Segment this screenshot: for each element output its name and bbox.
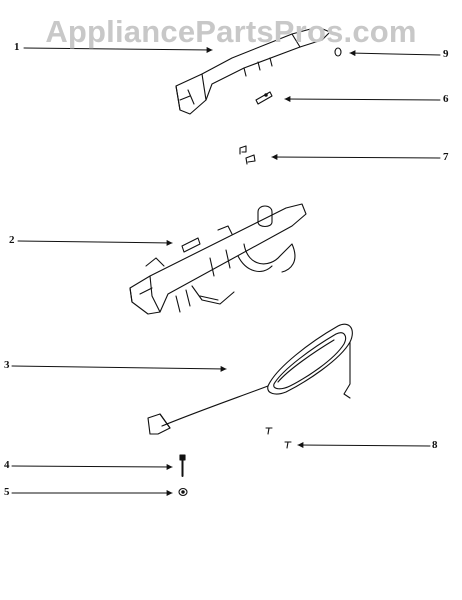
callout-1: 1	[14, 41, 20, 53]
leader-line-7	[271, 154, 441, 161]
leader-line-1	[23, 46, 213, 53]
leader-line-8	[297, 442, 431, 449]
part-small-clips	[239, 145, 256, 165]
leader-line-2	[17, 239, 173, 246]
callout-3: 3	[4, 359, 10, 371]
part-small-ring	[334, 47, 342, 57]
part-clip	[255, 91, 273, 105]
leader-line-4	[11, 463, 173, 470]
callout-5: 5	[4, 486, 10, 498]
part-ejector-arm	[175, 26, 331, 115]
leader-line-6	[284, 96, 441, 103]
part-heater-cord	[147, 323, 353, 435]
callout-9: 9	[443, 48, 449, 60]
callout-4: 4	[4, 459, 10, 471]
part-shaft-pin	[179, 454, 186, 477]
callout-2: 2	[9, 234, 15, 246]
leader-line-3	[11, 365, 227, 372]
callout-6: 6	[443, 93, 449, 105]
part-ice-mold-body	[129, 203, 307, 315]
leader-line-9	[349, 50, 441, 57]
callout-7: 7	[443, 151, 449, 163]
callout-8: 8	[432, 439, 438, 451]
part-screws	[265, 427, 292, 449]
leader-lines	[11, 46, 441, 496]
part-nut	[178, 487, 188, 497]
